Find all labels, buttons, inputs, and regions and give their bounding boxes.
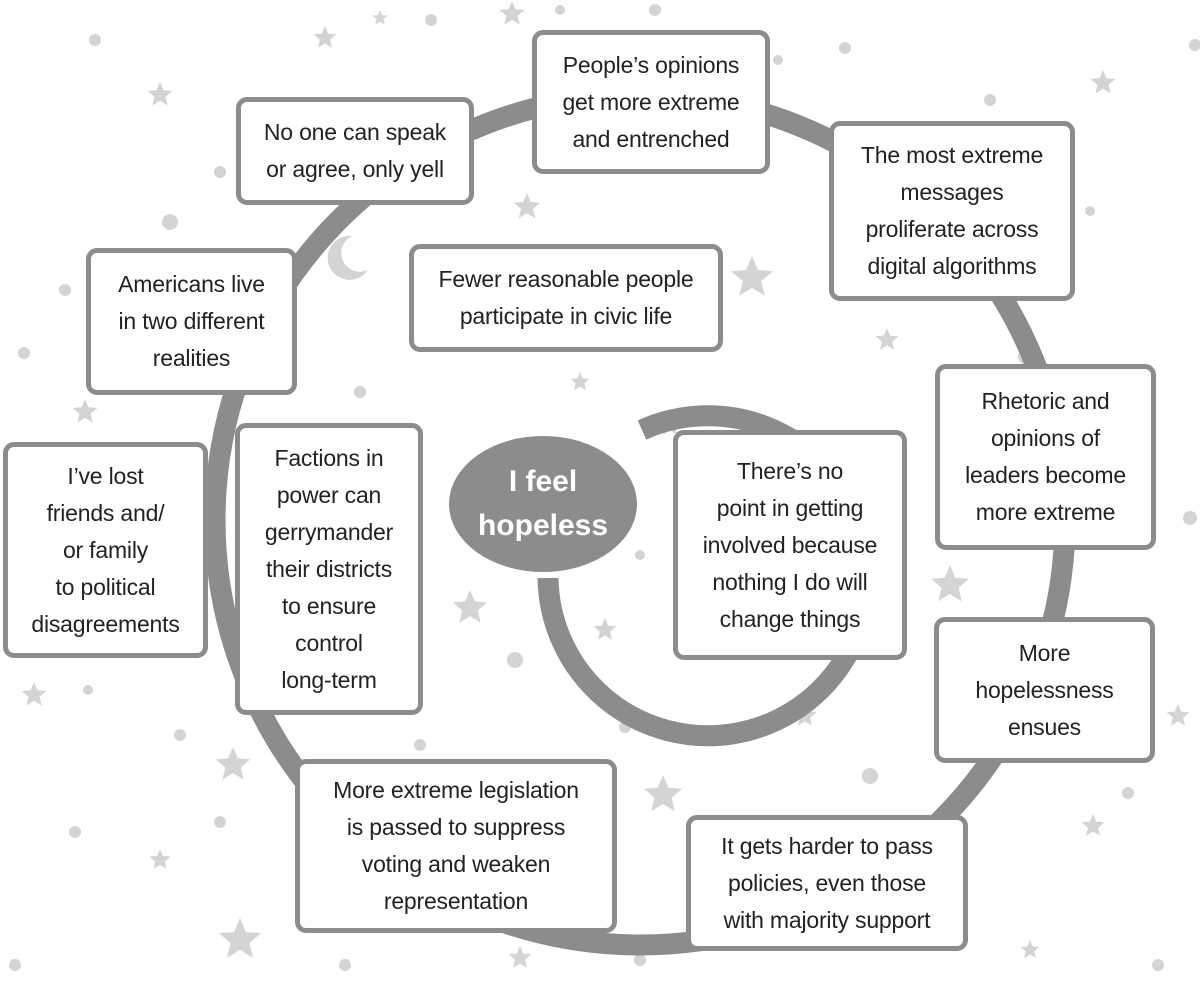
dot-icon xyxy=(414,739,426,751)
star-icon xyxy=(21,682,47,706)
outer-step-harder-to-pass: It gets harder to pass policies, even th… xyxy=(686,815,968,951)
dot-icon xyxy=(59,284,71,296)
inner-step-gerrymander: Factions in power can gerrymander their … xyxy=(235,423,423,715)
dot-icon xyxy=(339,959,351,971)
star-icon xyxy=(1090,70,1116,94)
center-hopeless-label: I feel hopeless xyxy=(449,436,637,572)
outer-step-opinions-extreme: People’s opinions get more extreme and e… xyxy=(532,30,770,174)
star-icon xyxy=(931,565,969,602)
dot-icon xyxy=(634,954,646,966)
dot-icon xyxy=(1183,511,1197,525)
dot-icon xyxy=(1085,206,1095,216)
dot-icon xyxy=(773,55,783,65)
star-icon xyxy=(215,747,251,780)
star-icon xyxy=(499,1,525,25)
dot-icon xyxy=(862,768,878,784)
star-icon xyxy=(1020,940,1040,959)
dot-icon xyxy=(507,652,523,668)
dot-icon xyxy=(984,94,996,106)
star-icon xyxy=(372,10,388,25)
star-icon xyxy=(313,26,337,48)
dot-icon xyxy=(425,14,437,26)
dot-icon xyxy=(18,347,30,359)
star-icon xyxy=(149,849,171,869)
dot-icon xyxy=(214,166,226,178)
dot-icon xyxy=(1152,959,1164,971)
dot-icon xyxy=(162,214,178,230)
star-icon xyxy=(644,775,682,812)
outer-step-lost-friends: I’ve lost friends and/ or family to poli… xyxy=(3,442,208,658)
star-icon xyxy=(875,328,899,350)
dot-icon xyxy=(9,959,21,971)
outer-step-rhetoric-leaders: Rhetoric and opinions of leaders become … xyxy=(935,364,1156,550)
inner-step-no-point-involved: There’s no point in getting involved bec… xyxy=(673,430,907,660)
star-icon xyxy=(452,590,488,623)
outer-step-extreme-messages: The most extreme messages proliferate ac… xyxy=(829,121,1075,301)
inner-cycle-ring xyxy=(537,405,879,747)
star-icon xyxy=(147,82,173,106)
dot-icon xyxy=(1122,787,1134,799)
star-icon xyxy=(72,399,98,423)
star-icon xyxy=(593,618,617,640)
dot-icon xyxy=(1189,39,1200,51)
star-icon xyxy=(513,193,541,219)
dot-icon xyxy=(174,729,186,741)
dot-icon xyxy=(214,816,226,828)
dot-icon xyxy=(69,826,81,838)
outer-step-two-realities: Americans live in two different realitie… xyxy=(86,248,297,395)
star-icon xyxy=(508,946,532,968)
star-field xyxy=(21,1,1190,968)
dot-icon xyxy=(83,685,93,695)
outer-step-no-one-can-speak: No one can speak or agree, only yell xyxy=(236,97,474,205)
outer-step-more-hopelessness: More hopelessness ensues xyxy=(934,617,1155,763)
star-icon xyxy=(731,256,773,296)
star-icon xyxy=(1166,704,1190,726)
star-icon xyxy=(1081,814,1105,836)
dot-icon xyxy=(839,42,851,54)
star-icon xyxy=(570,372,590,391)
star-icon xyxy=(219,918,261,958)
dot-icon xyxy=(555,5,565,15)
outer-step-extreme-legislation: More extreme legislation is passed to su… xyxy=(295,759,617,933)
dot-icon xyxy=(635,550,645,560)
dot-icon xyxy=(649,4,661,16)
dot-icon xyxy=(89,34,101,46)
moon-icon xyxy=(327,235,368,280)
inner-step-fewer-reasonable-people: Fewer reasonable people participate in c… xyxy=(409,244,723,352)
dot-icon xyxy=(354,386,366,398)
